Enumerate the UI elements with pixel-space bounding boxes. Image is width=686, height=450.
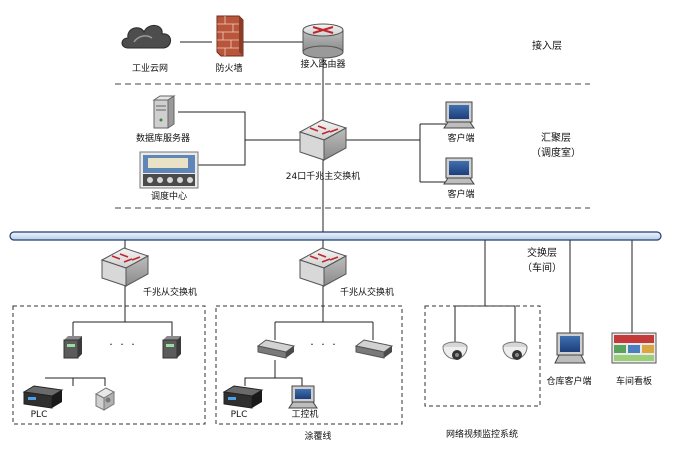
database-server-icon xyxy=(152,95,176,129)
layer-switching-title: 交换层 xyxy=(527,248,557,259)
layer-aggregation-subtitle: （调度室） xyxy=(531,148,581,159)
cloud-icon xyxy=(121,25,171,49)
backbone-bus xyxy=(9,231,662,241)
layer-access-title: 接入层 xyxy=(532,41,562,52)
db-server-label: 数据库服务器 xyxy=(135,134,191,144)
group-boxes xyxy=(12,305,541,425)
plc-1-label: PLC xyxy=(30,410,48,420)
group-box-workshop-1 xyxy=(12,305,206,425)
slave-switch-2-label: 千兆从交换机 xyxy=(339,288,395,298)
layer-switching-subtitle: （车间） xyxy=(522,263,562,274)
io-module-1-icon xyxy=(63,336,82,359)
client-2-label: 客户端 xyxy=(447,190,475,200)
group-box-coating-line xyxy=(215,305,403,425)
plc-2-icon xyxy=(222,385,264,409)
hub-1-icon xyxy=(256,339,296,359)
industrial-pc-icon xyxy=(288,385,318,409)
video-system-label: 网络视频监控系统 xyxy=(445,430,519,440)
connection-lines xyxy=(45,41,633,386)
io-module-2-icon xyxy=(162,336,181,359)
firewall-icon xyxy=(216,15,244,57)
core-switch-icon xyxy=(298,119,348,161)
slave-switch-1-icon xyxy=(100,247,150,287)
core-switch-label: 24口千兆主交换机 xyxy=(285,172,361,182)
slave-switch-2-icon xyxy=(298,247,348,287)
client-2-icon xyxy=(443,157,475,185)
hub-2-icon xyxy=(354,339,394,359)
group-box-video-system xyxy=(424,305,541,407)
cloud-label: 工业云网 xyxy=(131,64,169,74)
client-1-icon xyxy=(443,101,475,129)
layer-aggregation-title: 汇聚层 xyxy=(541,133,571,144)
client-1-label: 客户端 xyxy=(447,134,475,144)
dispatch-center-label: 调度中心 xyxy=(150,192,188,202)
layer-separators xyxy=(115,83,590,209)
warehouse-client-icon xyxy=(554,332,586,364)
workshop-board-label: 车间看板 xyxy=(615,377,653,387)
coating-line-label: 涂覆线 xyxy=(304,432,332,442)
slave-switch-1-label: 千兆从交换机 xyxy=(142,288,198,298)
plc-2-label: PLC xyxy=(230,410,248,420)
camera-2-icon xyxy=(502,341,528,360)
sensor-device-icon xyxy=(94,387,116,411)
ellipsis-group-2: · · · xyxy=(310,338,338,351)
camera-1-icon xyxy=(442,341,468,360)
router-label: 接入路由器 xyxy=(300,60,346,70)
ipc-label: 工控机 xyxy=(291,410,319,420)
ellipsis-group-1: · · · xyxy=(109,338,137,351)
workshop-board-icon xyxy=(611,332,657,364)
firewall-label: 防火墙 xyxy=(215,64,243,74)
plc-1-icon xyxy=(22,385,64,409)
router-icon xyxy=(302,23,344,59)
dispatch-center-icon xyxy=(139,151,199,189)
warehouse-client-label: 仓库客户端 xyxy=(546,377,592,387)
